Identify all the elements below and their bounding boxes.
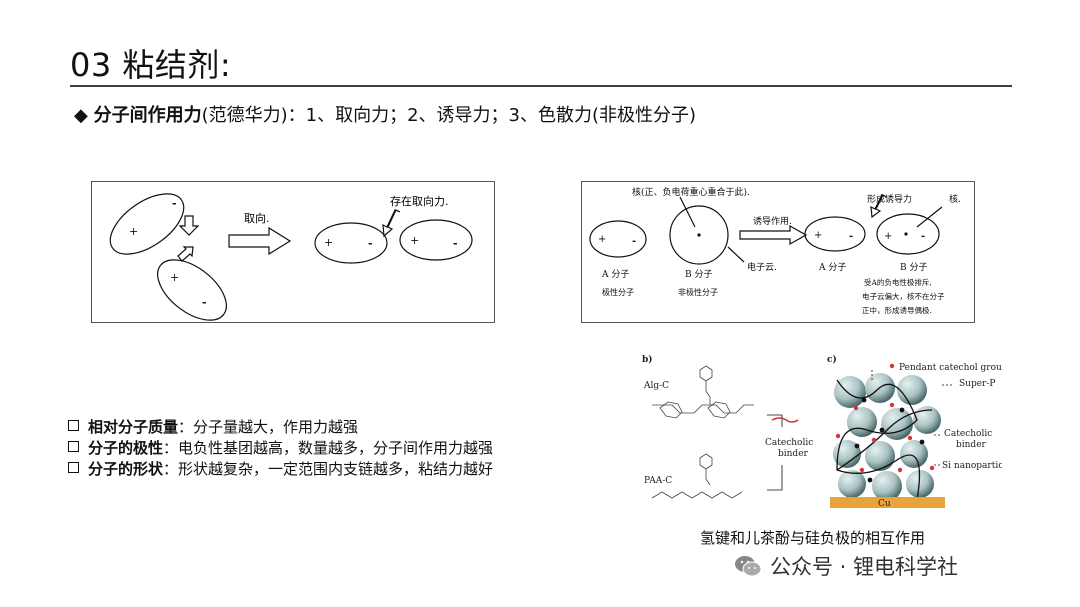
molecule-ellipse [589,220,647,258]
induction-force-figure: +- +- +- 核(正、负电荷重心重合于此). 诱导作用. 形成诱导力 核. … [581,181,975,323]
paa-backbone [651,491,743,499]
induction-action-label: 诱导作用. [753,215,792,227]
main-bullet: ◆ 分子间作用力(范德华力)：1、取向力；2、诱导力；3、色散力(非极性分子) [74,101,696,127]
svg-text:+: + [598,234,606,245]
title-divider [70,85,1012,87]
slide-title: 03 粘结剂: [70,46,232,84]
svg-text:+: + [170,271,179,284]
square-bullet-icon [68,420,79,431]
induced-force-label: 形成诱导力 [867,193,912,205]
orientation-label: 取向. [244,211,270,225]
catecholic-binder-label-2: binder [778,449,809,459]
arrow-line [767,465,783,491]
note-line-3: 正中，形成诱导偶极. [862,305,932,315]
svg-text:+: + [324,236,333,249]
note-line-2: 电子云偏大，核不在分子 [862,291,945,301]
electron-cloud-circle [669,205,729,265]
pendant-catechol-dots [835,363,935,473]
super-p-dots [854,397,925,483]
wechat-icon [735,556,762,577]
cbinder-label-2: binder [956,440,987,450]
down-arrow-icon [178,215,200,236]
svg-text:+: + [814,230,822,241]
nucleus-center-label: 核(正、负电荷重心重合于此). [632,186,750,198]
si-nanoparticle-cluster [833,373,941,501]
catechol-ring [699,365,713,405]
mol-b-label: B 分子 [685,269,712,280]
pointer-line [916,206,943,228]
copper-current-collector [830,497,945,508]
alginate-backbone [652,404,754,414]
mol-a-label: A 分子 [601,269,629,280]
binder-network [836,379,933,501]
bullet-rest-text: (范德华力)：1、取向力；2、诱导力；3、色散力(非极性分子) [201,105,697,126]
pointer-line [679,196,696,228]
orientation-force-label: 存在取向力. [390,194,449,208]
pointer-arrow-icon [870,194,888,219]
paa-c-label: PAA-C [644,476,672,486]
svg-text:-: - [368,237,373,250]
wechat-footer: 公众号 · 锂电科学社 [734,551,958,581]
diamond-bullet-icon: ◆ [74,105,88,126]
pendant-catechol-label: Pendant catechol group [899,363,1002,373]
si-nanoparticle-label: Si nanoparticle [942,461,1002,471]
mol-a-sub-label: 极性分子 [602,287,634,297]
cbinder-label-1: Catecholic [944,429,992,439]
svg-text:-: - [632,236,636,247]
arrow-line [767,414,783,427]
list-item: 分子的形状：形状越复杂，一定范围内支链越多，粘结力越好 [68,459,493,480]
note-line-1: 受A的负电性极排斥, [864,277,932,287]
molecule-ellipse [876,213,940,255]
catechol-binder-figure: b) c) Alg-C PAA-C Catecholic binder Pend… [612,350,1011,520]
induction-arrow [739,224,808,246]
catechol-ring [699,453,713,486]
cu-label: Cu [878,499,891,509]
factor-list: 相对分子质量：分子量越大，作用力越强 分子的极性：电负性基团越高，数量越多，分子… [68,417,493,480]
svg-text:-: - [172,197,177,210]
svg-text:+: + [884,231,892,242]
svg-text:-: - [921,231,925,242]
alg-c-label: Alg-C [643,381,669,391]
mol-b2-label: B 分子 [900,262,927,273]
pointer-line [727,246,745,263]
footer-text: 公众号 · 锂电科学社 [770,555,959,579]
list-item: 分子的极性：电负性基团越高，数量越多，分子间作用力越强 [68,438,493,459]
molecule-ellipse [399,219,473,261]
up-arrow-icon [177,246,194,262]
orientation-arrow [228,226,292,256]
figure-caption: 氢键和儿茶酚与硅负极的相互作用 [700,529,926,547]
catecholic-binder-label-1: Catecholic [765,438,813,448]
svg-text:+: + [410,234,419,247]
bullet-bold-text: 分子间作用力 [93,105,202,126]
panel-c-label: c) [827,354,837,365]
electron-cloud-label: 电子云. [747,261,777,273]
catecholic-chain [771,417,799,423]
svg-text:-: - [849,231,853,242]
super-p-label: Super-P [959,379,995,389]
svg-text:-: - [453,237,458,250]
nucleus-label: 核. [949,193,961,205]
svg-text:+: + [129,225,138,238]
orientation-force-figure: + - + - + - + - 取向. 存在取向力. [91,181,495,323]
mol-b-sub-label: 非极性分子 [678,287,718,297]
svg-text:-: - [202,296,207,309]
square-bullet-icon [68,462,79,473]
mol-a2-label: A 分子 [818,262,846,273]
pointer-arrow-icon [382,209,401,238]
square-bullet-icon [68,441,79,452]
panel-b-label: b) [642,354,653,365]
molecule-ellipse [157,259,227,321]
sugar-ring [659,401,731,419]
molecule-ellipse [314,222,388,264]
list-item: 相对分子质量：分子量越大，作用力越强 [68,417,493,438]
molecule-ellipse [109,193,185,255]
